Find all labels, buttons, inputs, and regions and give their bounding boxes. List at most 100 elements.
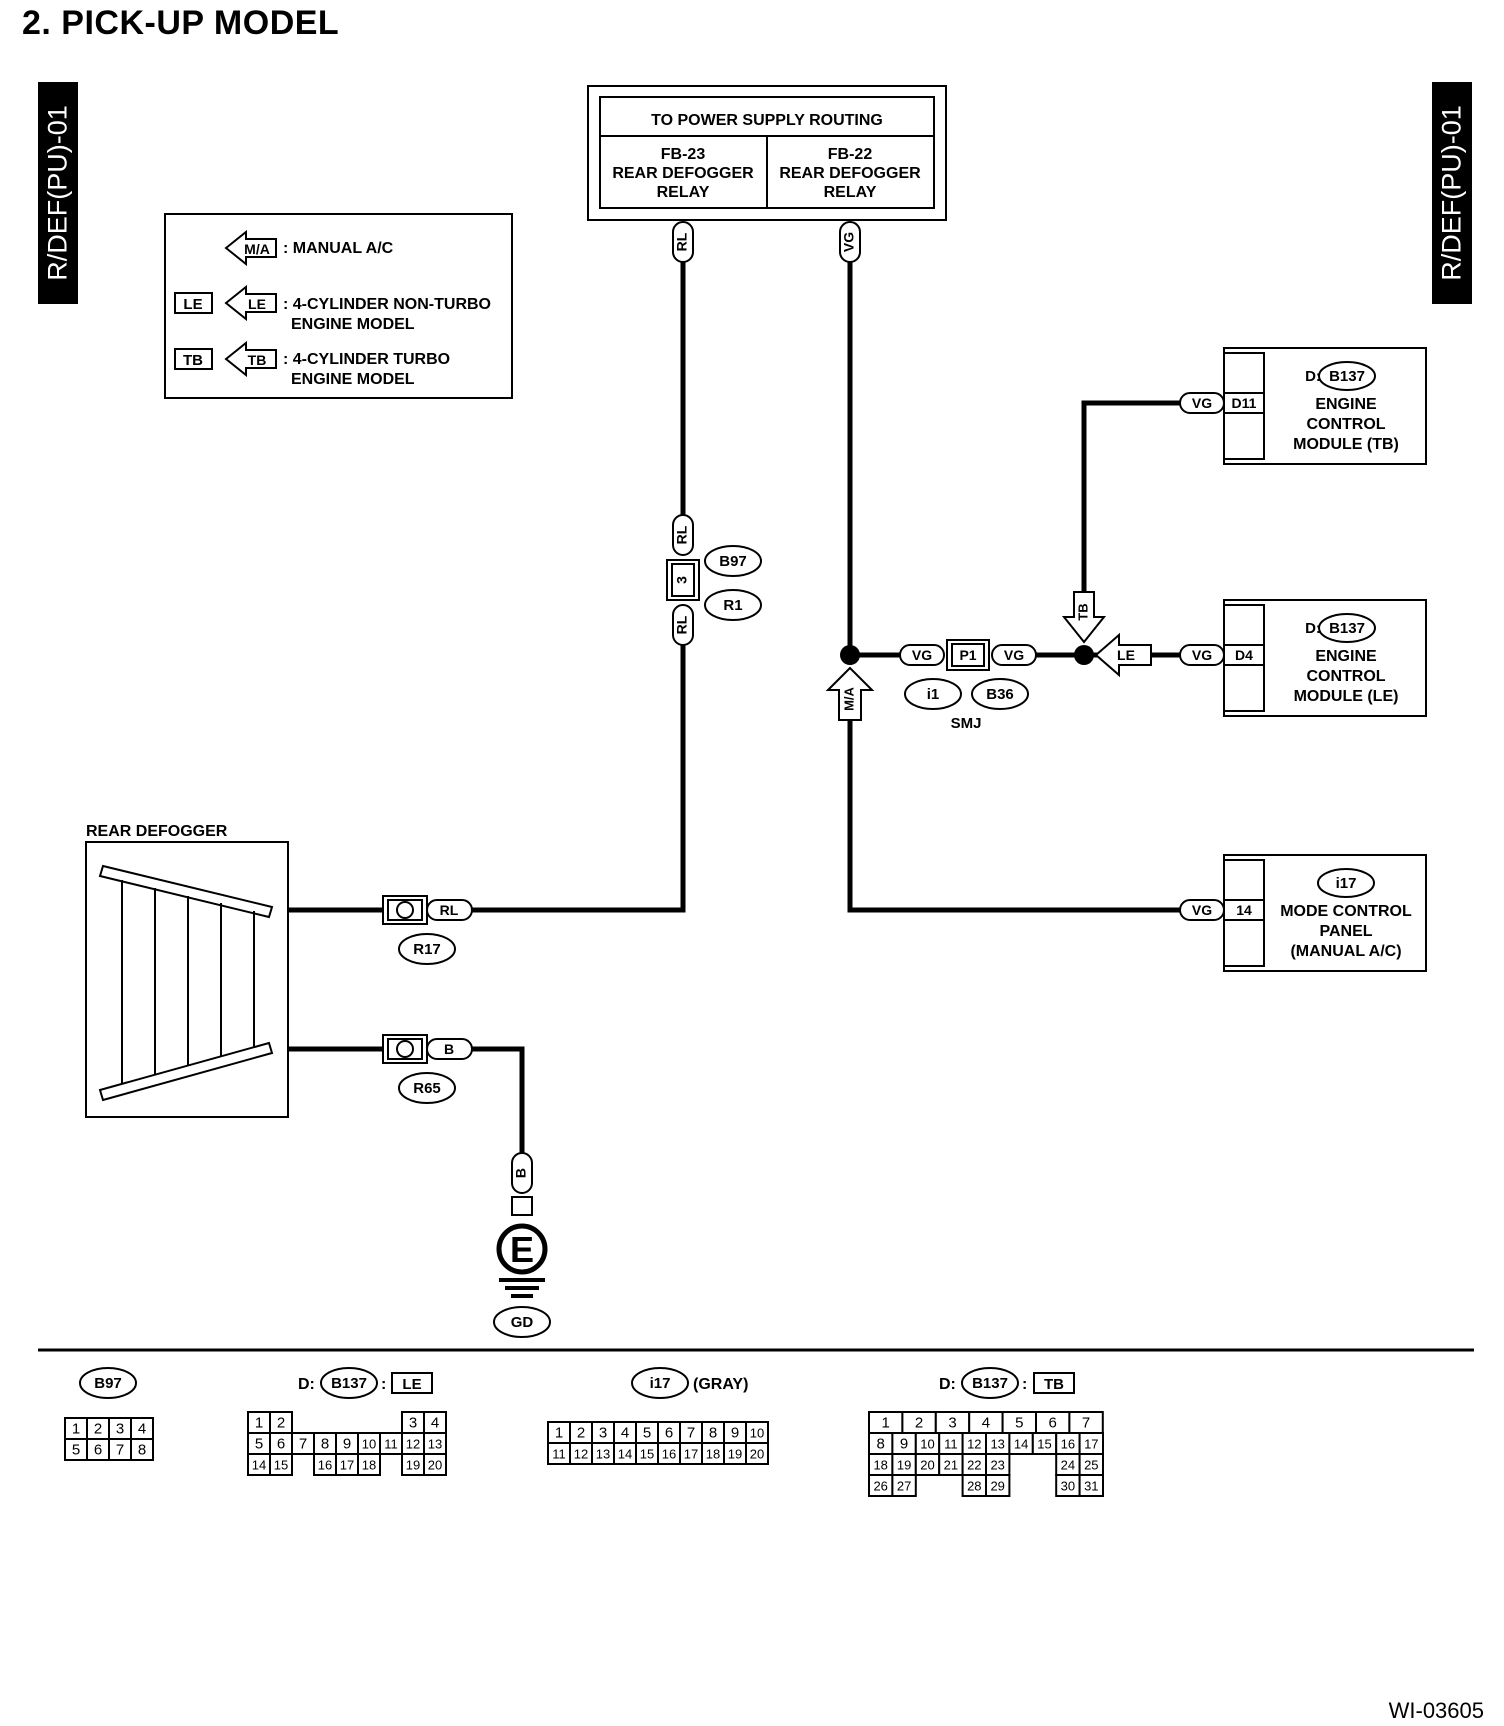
cv-b137-tb-pin-cell: [891, 1474, 917, 1497]
ecm-tb-line2: CONTROL: [1306, 416, 1385, 433]
smj-label: SMJ: [951, 715, 982, 732]
marker-tb: TB: [1061, 591, 1107, 644]
cv-b97-pin-label: 5: [72, 1442, 80, 1459]
cv-b137-tb-pin-label: 15: [1037, 1437, 1051, 1452]
cv-b137-tb-pin-label: 10: [920, 1437, 934, 1452]
legend-le-line2: ENGINE MODEL: [291, 316, 415, 333]
cv-i17-pin-label: 16: [662, 1447, 676, 1462]
mcp-conn: i17: [1336, 875, 1357, 892]
cv-b137-le-conn: B137: [331, 1375, 367, 1392]
cv-b97-pin-label: 8: [138, 1442, 146, 1459]
wire-b: [272, 1046, 525, 1153]
ecm-tb-wire-tag: VG: [1192, 395, 1212, 411]
cv-b137-le-pin-label: 1: [255, 1415, 263, 1432]
cv-b137-tb-pin-label: 22: [967, 1458, 981, 1473]
connector-r65-label: R65: [413, 1080, 441, 1097]
cv-i17-pin-label: 5: [643, 1425, 651, 1442]
mcp-wire-tag: VG: [1192, 902, 1212, 918]
cv-b137-le-pin-label: 6: [277, 1436, 285, 1453]
mcp-line3: (MANUAL A/C): [1290, 943, 1401, 960]
wire-tag-rl-b97: RL: [674, 525, 690, 544]
side-tab-left: R/DEF(PU)-01: [38, 82, 78, 304]
legend-le-box: [174, 292, 213, 314]
cv-b97-pin-label: 3: [116, 1421, 124, 1438]
cv-b137-tb-pin-label: 7: [1082, 1415, 1090, 1432]
ecm-tb-line3: MODULE (TB): [1293, 436, 1399, 453]
marker-ma-arrow-icon: [825, 666, 875, 721]
cv-b137-tb-pin-label: 6: [1049, 1415, 1057, 1432]
fuse-fb23: FB-23: [661, 146, 706, 163]
marker-tb-label: TB: [1075, 603, 1090, 620]
cv-b137-le-pin-label: 5: [255, 1436, 263, 1453]
connector-b97-r1: RL 3 RL B97 R1: [666, 514, 762, 646]
cv-b137-tb-pin-label: 4: [982, 1415, 990, 1432]
smj-vg-right: VG: [1004, 647, 1024, 663]
cv-b137-tb-prefix: D:: [939, 1376, 956, 1393]
connector-r65: B R65: [382, 1034, 473, 1104]
marker-le-arrow-icon: [1094, 632, 1152, 678]
cv-b137-le-pin-cell: [357, 1453, 381, 1476]
cv-b97-pin-label: 2: [94, 1421, 102, 1438]
cv-b137-tb-pin-label: 25: [1084, 1458, 1098, 1473]
cv-b137-le-pin-label: 9: [343, 1436, 351, 1453]
cv-i17-pin-label: 3: [599, 1425, 607, 1442]
cv-b137-le-pin-label: 19: [406, 1458, 420, 1473]
page-title: 2. PICK-UP MODEL: [22, 4, 340, 42]
cv-i17-pin-label: 8: [709, 1425, 717, 1442]
cv-b137-tb-pin-label: 28: [967, 1479, 981, 1494]
legend-tb-arrow-icon: [224, 340, 277, 378]
cv-i17-pin-label: 20: [750, 1447, 764, 1462]
legend-le-line1: : 4-CYLINDER NON-TURBO: [283, 296, 491, 313]
wire-tag-rl-top-label: RL: [674, 232, 690, 251]
ground-gd-label: GD: [511, 1314, 534, 1331]
wire-tag-vg-top: VG: [839, 221, 861, 263]
cv-i17-pin-label: 13: [596, 1447, 610, 1462]
ecm-tb-prefix: D:: [1305, 368, 1321, 385]
cv-b137-le-variant: LE: [402, 1376, 421, 1393]
cv-b137-le-pin-label: 17: [340, 1458, 354, 1473]
r17-wire-tag: RL: [440, 902, 459, 918]
cv-i17-pin-label: 2: [577, 1425, 585, 1442]
cv-b137-tb-pin-label: 23: [990, 1458, 1004, 1473]
cv-b137-le-pin-cell: [423, 1453, 447, 1476]
wire-tag-vg-top-label: VG: [841, 232, 857, 252]
cv-b137-le-pin-label: 10: [362, 1437, 376, 1452]
connector-r1-label: R1: [723, 597, 742, 614]
wire-vg: [847, 262, 1180, 913]
module-ecm-le: VG D4 D: B137 ENGINE CONTROL MODULE (LE): [1179, 599, 1427, 717]
marker-le: LE: [1094, 632, 1152, 678]
cv-b97-pin-label: 1: [72, 1421, 80, 1438]
connector-r17: RL R17: [382, 895, 473, 965]
cv-b97-pin-label: 4: [138, 1421, 146, 1438]
fb23-name-line1: REAR DEFOGGER: [612, 165, 754, 182]
cv-b137-tb-pin-label: 9: [900, 1436, 908, 1453]
cv-b137-tb-conn: B137: [972, 1375, 1008, 1392]
power-supply-header: TO POWER SUPPLY ROUTING: [651, 112, 883, 129]
marker-ma-label: M/A: [841, 686, 856, 710]
r65-wire-tag: B: [444, 1041, 454, 1057]
cv-b137-le-prefix: D:: [298, 1376, 315, 1393]
cv-b137-tb-pin-label: 26: [873, 1479, 887, 1494]
cv-i17-pin-label: 15: [640, 1447, 654, 1462]
cv-b137-le-pin-label: 2: [277, 1415, 285, 1432]
ground-wire-tag: B: [513, 1168, 529, 1178]
cv-b137-tb-pin-label: 1: [882, 1415, 890, 1432]
fb22-name-line2: RELAY: [824, 184, 877, 201]
cv-b137-le-pin-label: 13: [428, 1437, 442, 1452]
cv-b137-le-pin-label: 16: [318, 1458, 332, 1473]
cv-i17-pin-label: 14: [618, 1447, 632, 1462]
cv-b137-le-pin-label: 12: [406, 1437, 420, 1452]
legend-tb-box: [174, 348, 213, 370]
legend-ma-text: : MANUAL A/C: [283, 240, 394, 257]
cv-i17-note: (GRAY): [693, 1376, 748, 1393]
cv-i17-pin-label: 12: [574, 1447, 588, 1462]
cv-i17-pin-cell: [745, 1442, 769, 1465]
cv-i17-pin-label: 7: [687, 1425, 695, 1442]
cv-b137-le-pin-label: 18: [362, 1458, 376, 1473]
cv-b137-tb-pin-label: 29: [990, 1479, 1004, 1494]
rear-defogger: REAR DEFOGGER: [85, 823, 289, 1118]
legend-le-box-label: LE: [183, 296, 202, 313]
